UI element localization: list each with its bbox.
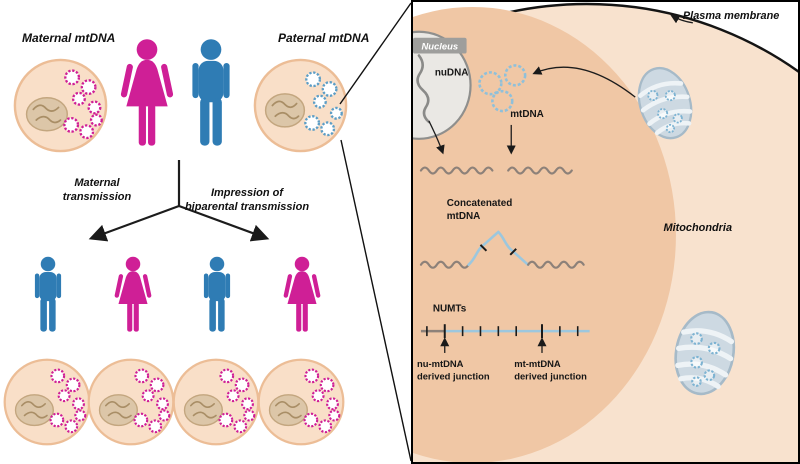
offspring-cell-4 — [257, 358, 345, 446]
father-figure — [192, 39, 230, 146]
zoom-line-bottom — [340, 139, 412, 462]
biparental-transmission-label: Impression of — [211, 187, 284, 199]
child-figure-4 — [283, 256, 321, 332]
plasma-membrane-label: Plasma membrane — [683, 10, 779, 22]
offspring-cell-1 — [3, 358, 91, 446]
svg-text:derived junction: derived junction — [417, 371, 490, 382]
mitochondria-label: Mitochondria — [664, 222, 732, 234]
svg-text:transmission: transmission — [63, 191, 132, 203]
nudna-down-arrow — [428, 120, 445, 155]
mother-figure — [120, 39, 174, 146]
child-figure-2 — [114, 256, 152, 332]
nu-junction-label: nu-mtDNA — [417, 358, 464, 369]
maternal-transmission-arrow — [88, 204, 180, 242]
svg-text:derived junction: derived junction — [514, 371, 587, 382]
numts-label: NUMTs — [433, 303, 467, 314]
maternal-cell — [13, 58, 108, 153]
cytoplasm — [413, 7, 676, 462]
biparental-transmission-arrow — [178, 204, 270, 242]
linear-dna-1 — [419, 166, 494, 175]
paternal-cell — [253, 58, 348, 153]
offspring-cell-3 — [172, 358, 260, 446]
cell-detail-panel: Nucleus nuDNA mtDNA Concatenated mtDNA — [411, 0, 800, 464]
numts-map — [420, 324, 590, 339]
mito-to-mtdna-arrow — [532, 66, 636, 98]
mtdna-rings — [478, 64, 527, 113]
svg-text:mtDNA: mtDNA — [447, 211, 481, 222]
paternal-mtdna-label: Paternal mtDNA — [278, 31, 369, 45]
maternal-mtdna-label: Maternal mtDNA — [22, 31, 115, 45]
concatenated-structure — [419, 230, 585, 269]
mt-junction-label: mt-mtDNA — [514, 358, 561, 369]
concatenated-label: Concatenated — [447, 198, 513, 209]
child-figure-3 — [203, 256, 231, 332]
cell-detail-art: Nucleus nuDNA mtDNA Concatenated mtDNA — [413, 2, 798, 462]
nucleus-ribbon — [413, 37, 467, 54]
plasma-membrane-pointer — [670, 15, 693, 24]
mtdna-label: mtDNA — [510, 109, 544, 120]
linear-dna-2 — [507, 166, 573, 175]
nucleus-blob — [413, 30, 472, 140]
zoom-line-top — [339, 2, 412, 105]
svg-text:biparental transmission: biparental transmission — [185, 201, 309, 213]
chromatin-squiggle — [416, 54, 431, 124]
maternal-transmission-label: Maternal — [74, 177, 120, 189]
child-figure-1 — [34, 256, 62, 332]
nucleus-label: Nucleus — [421, 41, 458, 52]
nudna-label: nuDNA — [435, 67, 469, 78]
offspring-cell-2 — [87, 358, 175, 446]
pedigree-panel: Maternal mtDNA Paternal mtDNA Maternal t… — [3, 2, 412, 462]
